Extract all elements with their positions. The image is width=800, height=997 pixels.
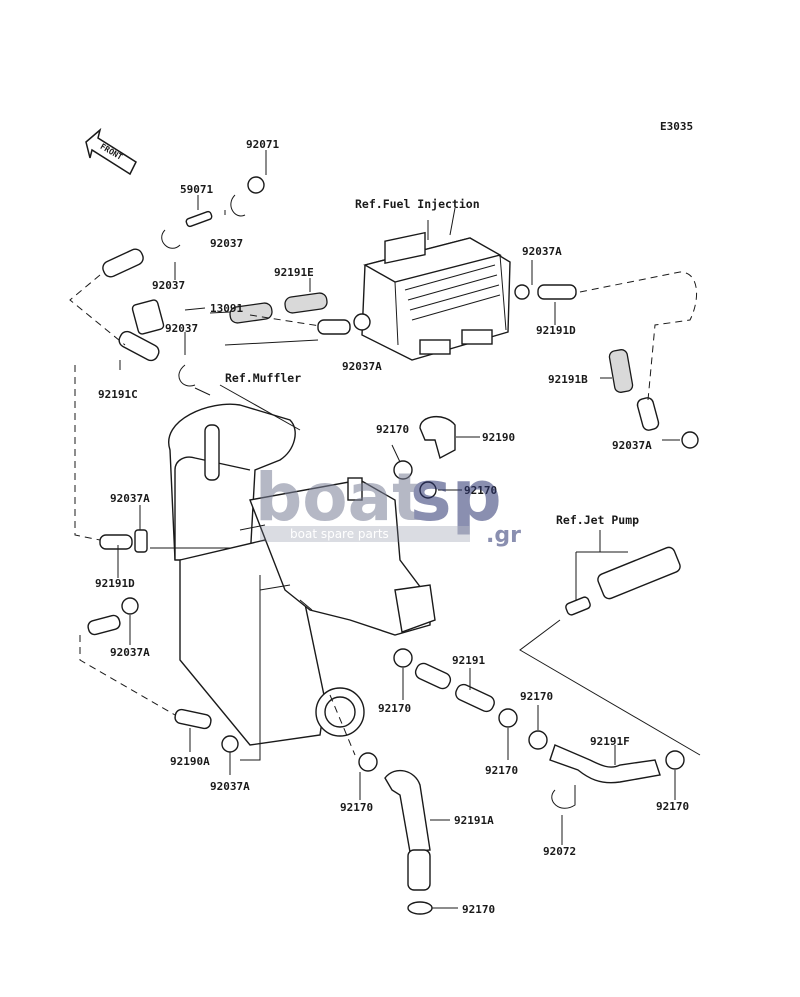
dashed-routing [69, 271, 698, 756]
part-label-92190a: 92190A [170, 755, 210, 768]
ref-fuel-injection: Ref.Fuel Injection [355, 197, 480, 211]
part-label-92037-left: 92037 [152, 279, 185, 292]
part-label-92037a-ecu: 92037A [342, 360, 382, 373]
hose-92191-a [414, 662, 452, 690]
part-labels: 92071 59071 92037 92037 92191E 92037 130… [95, 138, 689, 916]
part-label-92191d-top: 92191D [536, 324, 576, 337]
part-92071 [247, 176, 265, 194]
part-label-59071: 59071 [180, 183, 213, 196]
clip-92037-a [230, 194, 246, 217]
part-label-92037a-lower: 92037A [110, 646, 150, 659]
part-59071 [185, 210, 213, 228]
hose-92037a-right [636, 397, 660, 431]
clamp-92037a-left [134, 529, 148, 553]
hose-92191d-top [537, 284, 577, 300]
part-label-92170-g: 92170 [340, 801, 373, 814]
hose-92191a [384, 769, 431, 853]
fuel-injection-module [361, 220, 511, 361]
part-label-92191e: 92191E [274, 266, 314, 279]
clamp-92037a-bottom [221, 735, 239, 753]
watermark-brand-left: boat [255, 459, 424, 536]
part-label-92037a-bottom: 92037A [210, 780, 250, 793]
clamp-92170-b [419, 481, 437, 499]
part-label-92170-c: 92170 [378, 702, 411, 715]
hose-92191b [608, 349, 634, 393]
clip-92072 [551, 785, 576, 809]
jet-pump-sensor [565, 546, 681, 616]
part-label-92190: 92190 [482, 431, 515, 444]
hose-92191f [549, 744, 661, 784]
part-label-92191a: 92191A [454, 814, 494, 827]
ref-jet-pump: Ref.Jet Pump [556, 513, 639, 527]
part-label-92191b: 92191B [548, 373, 588, 386]
hose-lower-left [87, 614, 121, 636]
part-label-92191d-left: 92191D [95, 577, 135, 590]
clamp-92170-d [498, 708, 518, 728]
hose-92191c [102, 248, 160, 362]
clamp-92170-c [393, 648, 413, 668]
clamp-92170-e [528, 730, 548, 750]
watermark-tagline: boat spare parts [290, 527, 389, 541]
ref-muffler: Ref.Muffler [225, 371, 301, 385]
part-label-92170-f: 92170 [656, 800, 689, 813]
part-label-92072: 92072 [543, 845, 576, 858]
hose-92190a [174, 708, 212, 730]
clamp-92037a-lower [121, 597, 139, 615]
clamp-92170-h [407, 901, 433, 915]
clamp-92170-g [358, 752, 378, 772]
part-label-92191f: 92191F [590, 735, 630, 748]
hose-92191a-lower [407, 849, 431, 891]
hose-92191-b [455, 683, 495, 713]
watermark-tld: .gr [486, 523, 521, 548]
leader-lines [117, 150, 701, 909]
part-label-92037-mid: 92037 [165, 322, 198, 335]
part-label-92071: 92071 [246, 138, 279, 151]
part-label-92170-b: 92170 [464, 484, 497, 497]
clamp-92037a-top [514, 284, 530, 300]
clip-92037-b [161, 229, 181, 249]
part-label-13091: 13091 [210, 302, 243, 315]
part-label-92170-e: 92170 [485, 764, 518, 777]
clamp-92170-a [393, 460, 413, 480]
hose-92191e [229, 292, 351, 335]
part-label-92170-h: 92170 [462, 903, 495, 916]
part-label-92037a-top: 92037A [522, 245, 562, 258]
part-label-92037-upper: 92037 [210, 237, 243, 250]
hose-92191d-left [99, 534, 133, 550]
part-label-92170-d: 92170 [520, 690, 553, 703]
diagram-code: E3035 [660, 120, 693, 133]
muffler-assembly [168, 403, 436, 746]
part-label-92170-a: 92170 [376, 423, 409, 436]
front-arrow-icon: FRONT [85, 127, 137, 176]
clamp-92037a-right [681, 431, 699, 449]
part-label-92037a-left: 92037A [110, 492, 150, 505]
part-label-92191c: 92191C [98, 388, 138, 401]
watermark: boat sp .gr boat spare parts [255, 455, 521, 548]
clamp-92037a-ecu [353, 313, 371, 331]
clamp-92170-f [665, 750, 685, 770]
hose-92190 [419, 416, 456, 460]
part-label-92037a-right: 92037A [612, 439, 652, 452]
watermark-brand-right: sp [410, 455, 502, 537]
part-label-92191: 92191 [452, 654, 485, 667]
part-13091 [131, 299, 165, 335]
clip-92037-c [178, 364, 196, 387]
